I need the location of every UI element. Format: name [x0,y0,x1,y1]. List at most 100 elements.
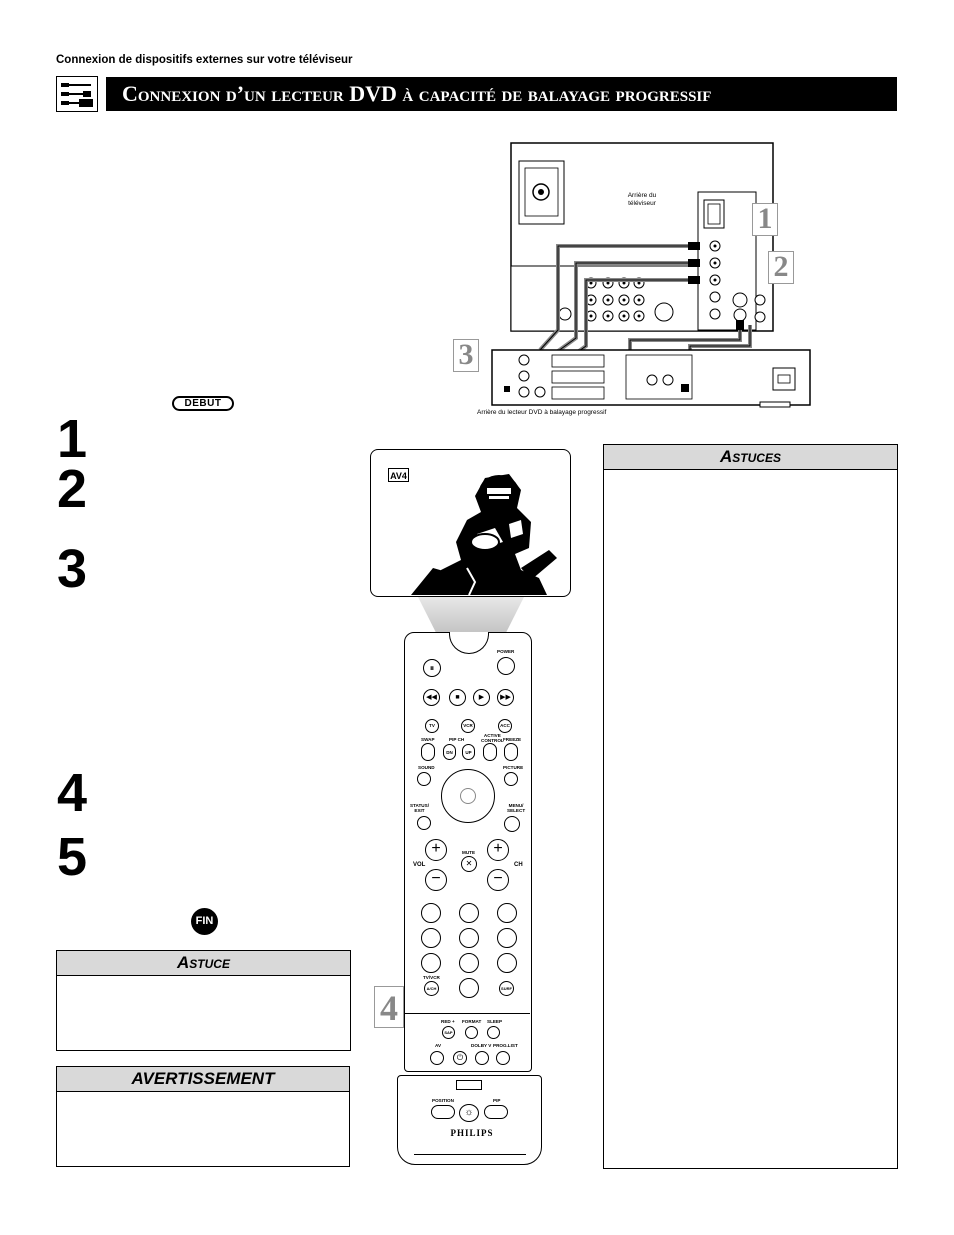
section-label: Connexion de dispositifs externes sur vo… [56,54,353,66]
position-label: POSITION [432,1098,454,1103]
tv-back-label-line1: Arrière du [627,192,657,199]
power-button[interactable] [497,657,515,675]
warning-box-title: AVERTISSEMENT [57,1067,349,1092]
pip-button[interactable] [484,1105,508,1119]
stop-button[interactable]: ■ [449,689,466,706]
nav-center[interactable] [460,788,476,804]
pip-label: PIP [493,1098,501,1103]
fast-forward-button[interactable]: ▶▶ [497,689,514,706]
connection-cables-icon [56,76,98,112]
fin-badge: FIN [191,908,218,935]
callout-1: 1 [752,203,778,236]
digit-3-button[interactable] [497,903,517,923]
remote-control: POWER ⏸ ◀◀ ■ ▶ ▶▶ TV VCR ACC SWAP PIP CH… [404,632,532,1072]
surf-button[interactable]: SURF [499,981,514,996]
tv-button[interactable]: TV [425,719,439,733]
debut-badge: DEBUT [172,396,234,411]
remote-tray: POSITION PIP ☼ [397,1075,542,1165]
dolby-v-button[interactable] [475,1051,489,1065]
digit-9-button[interactable] [497,953,517,973]
ch-label: CH [514,862,523,868]
football-player-image [411,474,557,596]
clock-button[interactable]: ⏻ [453,1051,467,1065]
step-number-2: 2 [57,459,88,519]
menu-select-label: MENU/ SELECT [507,803,525,813]
mute-label: MUTE [462,850,476,855]
tv-back-label: Arrière du téléviseur [620,192,664,208]
callout-4: 4 [374,986,404,1028]
tv-back-label-line2: téléviseur [628,200,656,207]
channel-up-button[interactable]: + [487,839,509,861]
pip-ch-label: PIP CH [449,737,465,742]
step-number-4: 4 [57,763,88,823]
tip-box: Astuce [56,950,351,1051]
tray-hinge [456,1080,482,1090]
status-exit-button[interactable] [417,816,431,830]
format-button[interactable] [465,1026,478,1039]
alch-button[interactable]: A/CH [424,981,439,996]
active-control-button[interactable] [483,743,497,761]
digit-4-button[interactable] [421,928,441,948]
prog-list-button[interactable] [496,1051,510,1065]
vol-label: VOL [413,862,426,868]
menu-label-line2: SELECT [507,808,526,813]
connection-diagram [491,142,811,408]
tv-screen [370,449,571,597]
position-button[interactable] [431,1105,455,1119]
acc-button[interactable]: ACC [498,719,512,733]
red-plus-label: RED + [441,1019,455,1024]
sleep-button[interactable] [487,1026,500,1039]
status-exit-label: STATUS/ EXIT [410,803,429,813]
remote-ir-window [449,632,489,654]
tips-box: Astuces [603,444,898,1169]
volume-down-button[interactable]: − [425,869,447,891]
tips-box-title: Astuces [604,445,897,470]
tip-box-title: Astuce [57,951,350,976]
pip-ch-up-button[interactable]: UP [462,744,475,760]
channel-down-button[interactable]: − [487,869,509,891]
picture-button[interactable] [504,772,518,786]
digit-8-button[interactable] [459,953,479,973]
callout-3: 3 [453,339,479,372]
step-number-3: 3 [57,539,88,599]
volume-up-button[interactable]: + [425,839,447,861]
play-button[interactable]: ▶ [473,689,490,706]
sleep-label: SLEEP [487,1019,503,1024]
step-number-5: 5 [57,827,88,887]
av4-input-tag: AV4 [388,468,409,482]
pause-button[interactable]: ⏸ [423,659,441,677]
power-label: POWER [497,649,515,654]
picture-label: PICTURE [503,765,524,770]
menu-select-button[interactable] [504,816,520,832]
digit-7-button[interactable] [421,953,441,973]
active-control-label: ACTIVE CONTROL [481,733,504,743]
callout-2: 2 [768,251,794,284]
sound-label: SOUND [418,765,435,770]
status-label-line1: STATUS/ [410,803,429,808]
vcr-button[interactable]: VCR [461,719,475,733]
digit-0-button[interactable] [459,978,479,998]
step-number-1: 1 [57,409,88,469]
warning-box: AVERTISSEMENT [56,1066,350,1167]
light-button[interactable]: ☼ [459,1104,479,1122]
swap-label: SWAP [421,737,435,742]
sound-button[interactable] [417,772,431,786]
digit-2-button[interactable] [459,903,479,923]
pip-ch-down-button[interactable]: DN [443,744,456,760]
av-button[interactable] [430,1051,444,1065]
tray-line [414,1154,526,1155]
dolby-v-label: DOLBY V [471,1043,492,1048]
mute-button[interactable]: ✕ [461,856,477,872]
philips-logo: PHILIPS [450,1128,494,1138]
dvd-back-caption: Arrière du lecteur DVD à balayage progre… [477,409,607,416]
swap-button[interactable] [421,743,435,761]
freeze-label: FREEZE [503,737,522,742]
freeze-button[interactable] [504,743,518,761]
menu-label-line1: MENU/ [508,803,524,808]
rewind-button[interactable]: ◀◀ [423,689,440,706]
digit-6-button[interactable] [497,928,517,948]
digit-1-button[interactable] [421,903,441,923]
sap-button[interactable]: SAP [442,1026,455,1039]
digit-5-button[interactable] [459,928,479,948]
active-label-line1: ACTIVE [483,733,501,738]
